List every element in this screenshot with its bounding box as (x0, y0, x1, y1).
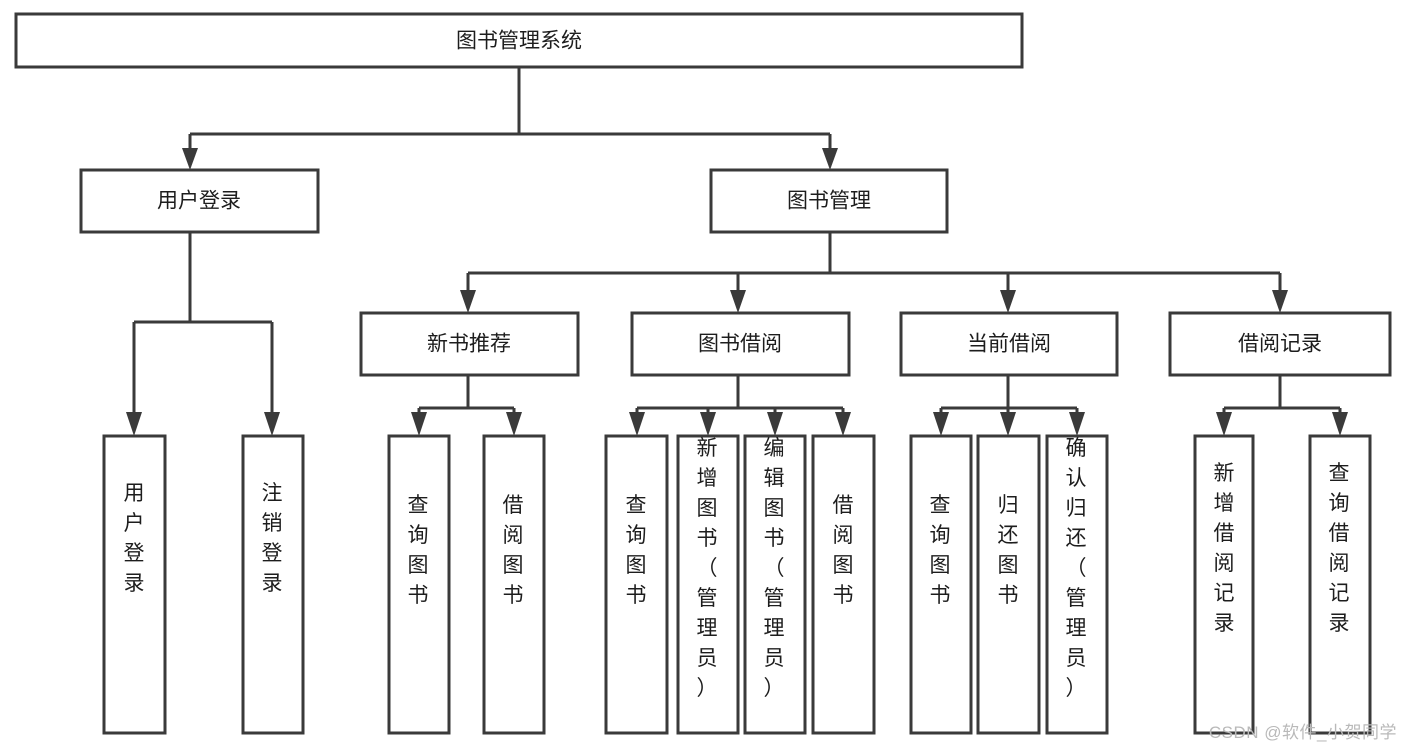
node-leaf-add-borrow-record-label: 新增借阅记录 (1214, 462, 1235, 635)
node-leaf-add-borrow-record-box[interactable] (1193, 434, 1255, 735)
node-leaf-query-book-2-label: 查询图书 (626, 494, 647, 607)
edge-new-book-recommend-to-leaves (417, 375, 516, 420)
edge-book-borrow-to-leaves (635, 375, 845, 420)
node-leaf-borrow-book-2-box[interactable] (811, 434, 876, 735)
arrow-to-leaf-query-book-1 (411, 412, 427, 436)
node-leaf-confirm-return-admin-box[interactable] (1045, 434, 1109, 735)
node-book-manage[interactable]: 图书管理 (709, 168, 949, 234)
node-leaf-logout-login-box[interactable] (241, 434, 305, 735)
nodes-layer: 图书管理系统 用户登录 图书管理 新书推荐 图书借阅 当前 (14, 12, 1392, 735)
node-leaf-user-login-box[interactable] (102, 434, 167, 735)
edges-layer (126, 67, 1348, 436)
node-leaf-confirm-return-admin-label: 确认归还（管理员） (1066, 437, 1087, 700)
node-leaf-query-book-2-box[interactable] (604, 434, 669, 735)
node-leaf-borrow-book-1-label: 借阅图书 (503, 494, 524, 607)
node-leaf-logout-login-label: 注销登录 (262, 482, 283, 595)
node-leaf-query-book-3[interactable]: 查询图书 (909, 434, 973, 735)
node-book-manage-box[interactable] (709, 168, 949, 234)
arrow-to-leaf-query-borrow-record (1332, 412, 1348, 436)
node-leaf-borrow-book-1[interactable]: 借阅图书 (482, 434, 546, 735)
node-root-box[interactable] (14, 12, 1024, 69)
node-root-label: 图书管理系统 (456, 30, 582, 53)
node-leaf-add-book-admin-label: 新增图书（管理员） (697, 437, 718, 700)
node-leaf-return-book[interactable]: 归还图书 (976, 434, 1041, 735)
node-leaf-query-book-3-label: 查询图书 (930, 494, 951, 607)
node-leaf-add-borrow-record[interactable]: 新增借阅记录 (1193, 434, 1255, 735)
node-current-borrow[interactable]: 当前借阅 (899, 311, 1119, 377)
edge-borrow-record-to-leaves (1222, 375, 1342, 420)
arrow-to-user-login (182, 148, 198, 170)
node-new-book-recommend-label: 新书推荐 (427, 333, 511, 356)
arrow-to-borrow-record (1272, 290, 1288, 313)
node-leaf-query-book-1-box[interactable] (387, 434, 451, 735)
arrow-to-leaf-query-book-2 (629, 412, 645, 436)
arrow-to-leaf-query-book-3 (933, 412, 949, 436)
node-new-book-recommend-box[interactable] (359, 311, 580, 377)
arrow-to-leaf-logout-login (264, 412, 280, 436)
node-leaf-query-borrow-record-box[interactable] (1308, 434, 1372, 735)
node-book-manage-label: 图书管理 (787, 190, 871, 213)
node-new-book-recommend[interactable]: 新书推荐 (359, 311, 580, 377)
node-leaf-edit-book-admin[interactable]: 编辑图书（管理员） (743, 434, 807, 735)
edge-user-login-to-leaves (132, 232, 274, 420)
node-leaf-query-book-3-box[interactable] (909, 434, 973, 735)
node-book-borrow-box[interactable] (630, 311, 851, 377)
node-leaf-confirm-return-admin[interactable]: 确认归还（管理员） (1045, 434, 1109, 735)
edge-root-to-level2 (188, 67, 832, 155)
node-leaf-return-book-box[interactable] (976, 434, 1041, 735)
arrow-to-current-borrow (1000, 290, 1016, 313)
arrow-to-book-manage (822, 148, 838, 170)
node-user-login-label: 用户登录 (157, 190, 241, 213)
node-leaf-query-book-2[interactable]: 查询图书 (604, 434, 669, 735)
node-leaf-logout-login[interactable]: 注销登录 (241, 434, 305, 735)
arrow-to-new-book-recommend (460, 290, 476, 313)
node-leaf-user-login-label: 用户登录 (124, 482, 145, 595)
node-leaf-add-book-admin[interactable]: 新增图书（管理员） (676, 434, 740, 735)
node-borrow-record-box[interactable] (1168, 311, 1392, 377)
node-leaf-edit-book-admin-label: 编辑图书（管理员） (764, 437, 785, 700)
node-leaf-borrow-book-2-label: 借阅图书 (833, 494, 854, 607)
edge-book-manage-to-level3 (466, 232, 1282, 296)
node-user-login[interactable]: 用户登录 (79, 168, 320, 234)
node-leaf-borrow-book-2[interactable]: 借阅图书 (811, 434, 876, 735)
node-current-borrow-box[interactable] (899, 311, 1119, 377)
node-leaf-add-book-admin-box[interactable] (676, 434, 740, 735)
arrow-to-book-borrow (730, 290, 746, 313)
node-book-borrow[interactable]: 图书借阅 (630, 311, 851, 377)
arrow-to-leaf-edit-book-admin (767, 412, 783, 436)
node-leaf-query-book-1-label: 查询图书 (408, 494, 429, 607)
node-leaf-query-book-1[interactable]: 查询图书 (387, 434, 451, 735)
arrow-to-leaf-borrow-book-1 (506, 412, 522, 436)
node-root[interactable]: 图书管理系统 (14, 12, 1024, 69)
node-leaf-query-borrow-record[interactable]: 查询借阅记录 (1308, 434, 1372, 735)
arrow-to-leaf-borrow-book-2 (835, 412, 851, 436)
node-user-login-box[interactable] (79, 168, 320, 234)
arrow-to-leaf-return-book (1000, 412, 1016, 436)
node-current-borrow-label: 当前借阅 (967, 333, 1051, 356)
arrow-to-leaf-confirm-return-admin (1069, 412, 1085, 436)
arrow-to-leaf-add-book-admin (700, 412, 716, 436)
node-borrow-record[interactable]: 借阅记录 (1168, 311, 1392, 377)
node-borrow-record-label: 借阅记录 (1238, 333, 1322, 356)
node-leaf-query-borrow-record-label: 查询借阅记录 (1329, 462, 1350, 635)
node-leaf-user-login[interactable]: 用户登录 (102, 434, 167, 735)
node-book-borrow-label: 图书借阅 (698, 333, 782, 356)
node-leaf-borrow-book-1-box[interactable] (482, 434, 546, 735)
node-leaf-return-book-label: 归还图书 (998, 494, 1019, 607)
arrow-to-leaf-add-borrow-record (1216, 412, 1232, 436)
node-leaf-edit-book-admin-box[interactable] (743, 434, 807, 735)
arrow-to-leaf-user-login (126, 412, 142, 436)
csdn-watermark: CSDN @软件_小贺同学 (1208, 723, 1397, 742)
